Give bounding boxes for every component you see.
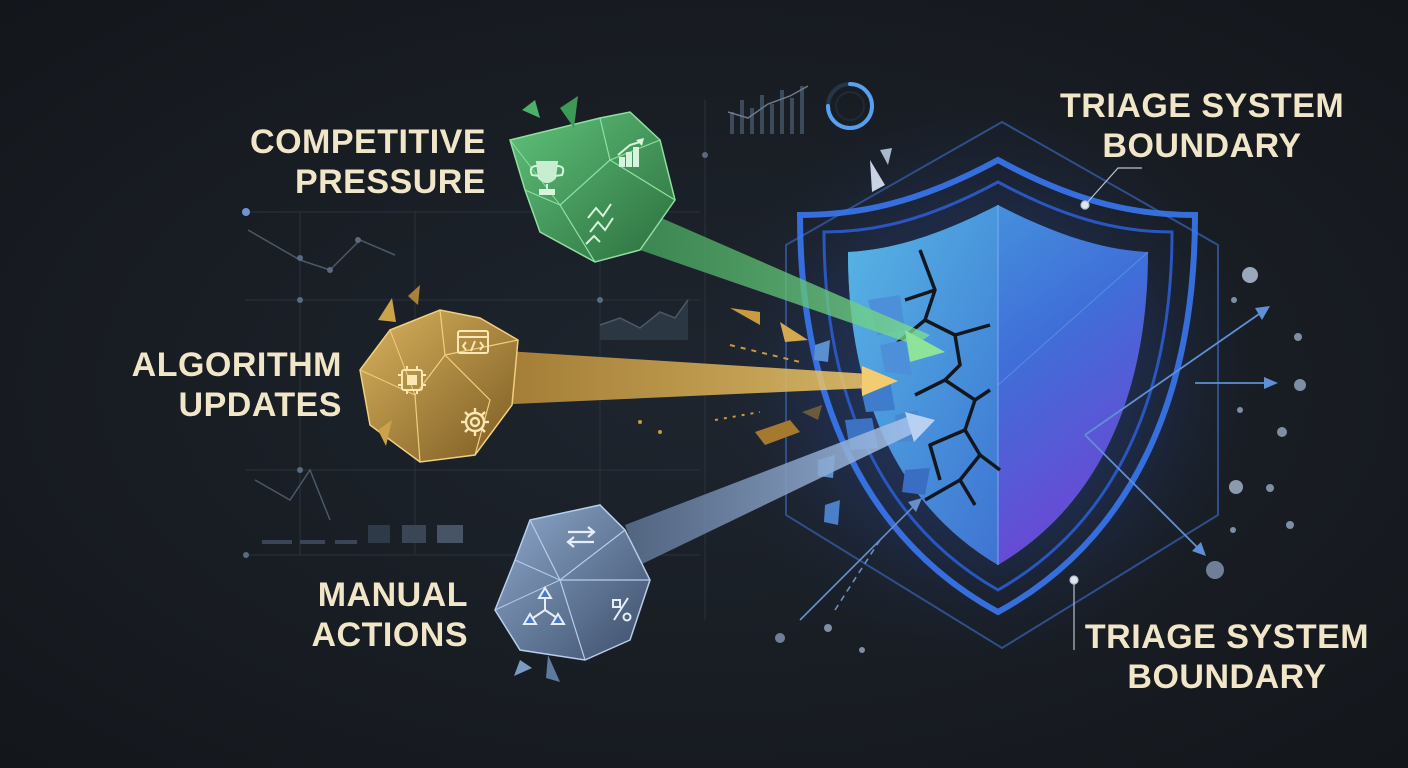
incoming-arrows (799, 498, 922, 621)
boundary-label-bottom: TRIAGE SYSTEM BOUNDARY (1082, 617, 1372, 697)
trophy-icon (529, 161, 565, 195)
code-window-icon (457, 330, 489, 354)
bar-chart-decoration (727, 85, 809, 134)
chip-icon (398, 366, 426, 394)
background-dots (242, 152, 708, 558)
boundary-label-bottom-line-1: TRIAGE SYSTEM (1084, 618, 1370, 656)
manual-actions-line-1: MANUAL (317, 576, 468, 614)
competitive-pressure-line-1: COMPETITIVE (250, 123, 486, 161)
manual-actions-line-2: ACTIONS (311, 616, 468, 654)
competitive-pressure-line-2: PRESSURE (294, 163, 486, 201)
competitive-pressure-label: COMPETITIVE PRESSURE (230, 122, 486, 202)
algorithm-updates-line-1: ALGORITHM (131, 346, 342, 384)
algorithm-updates-label: ALGORITHM UPDATES (110, 345, 342, 425)
gear-icon (461, 408, 489, 436)
volatility-arrows-icon (585, 203, 614, 245)
algorithm-updates-beam (490, 350, 898, 405)
shield-cracks (893, 249, 1002, 506)
boundary-label-top-line-2: BOUNDARY (1102, 127, 1302, 165)
algorithm-updates-gem (359, 285, 519, 463)
background-bar-strip (262, 525, 463, 544)
boundary-label-top-line-1: TRIAGE SYSTEM (1060, 87, 1345, 125)
system-boundary-hexagon (785, 120, 1219, 650)
impact-debris (638, 308, 822, 445)
manual-actions-label: MANUAL ACTIONS (300, 575, 468, 655)
boundary-label-top: TRIAGE SYSTEM BOUNDARY (1060, 86, 1344, 166)
background-area-chart (599, 299, 689, 340)
network-icon (522, 586, 566, 625)
competitive-pressure-beam (620, 200, 945, 362)
boundary-label-bottom-line-2: BOUNDARY (1127, 658, 1327, 696)
boundary-leader-lines (1069, 167, 1142, 650)
percent-icon (612, 597, 632, 622)
scatter-dots (775, 267, 1306, 653)
growth-chart-icon (617, 138, 644, 167)
manual-actions-beam (625, 412, 935, 565)
swap-arrows-icon (566, 526, 596, 548)
outgoing-arrows (1084, 306, 1278, 556)
algorithm-updates-line-2: UPDATES (178, 386, 342, 424)
